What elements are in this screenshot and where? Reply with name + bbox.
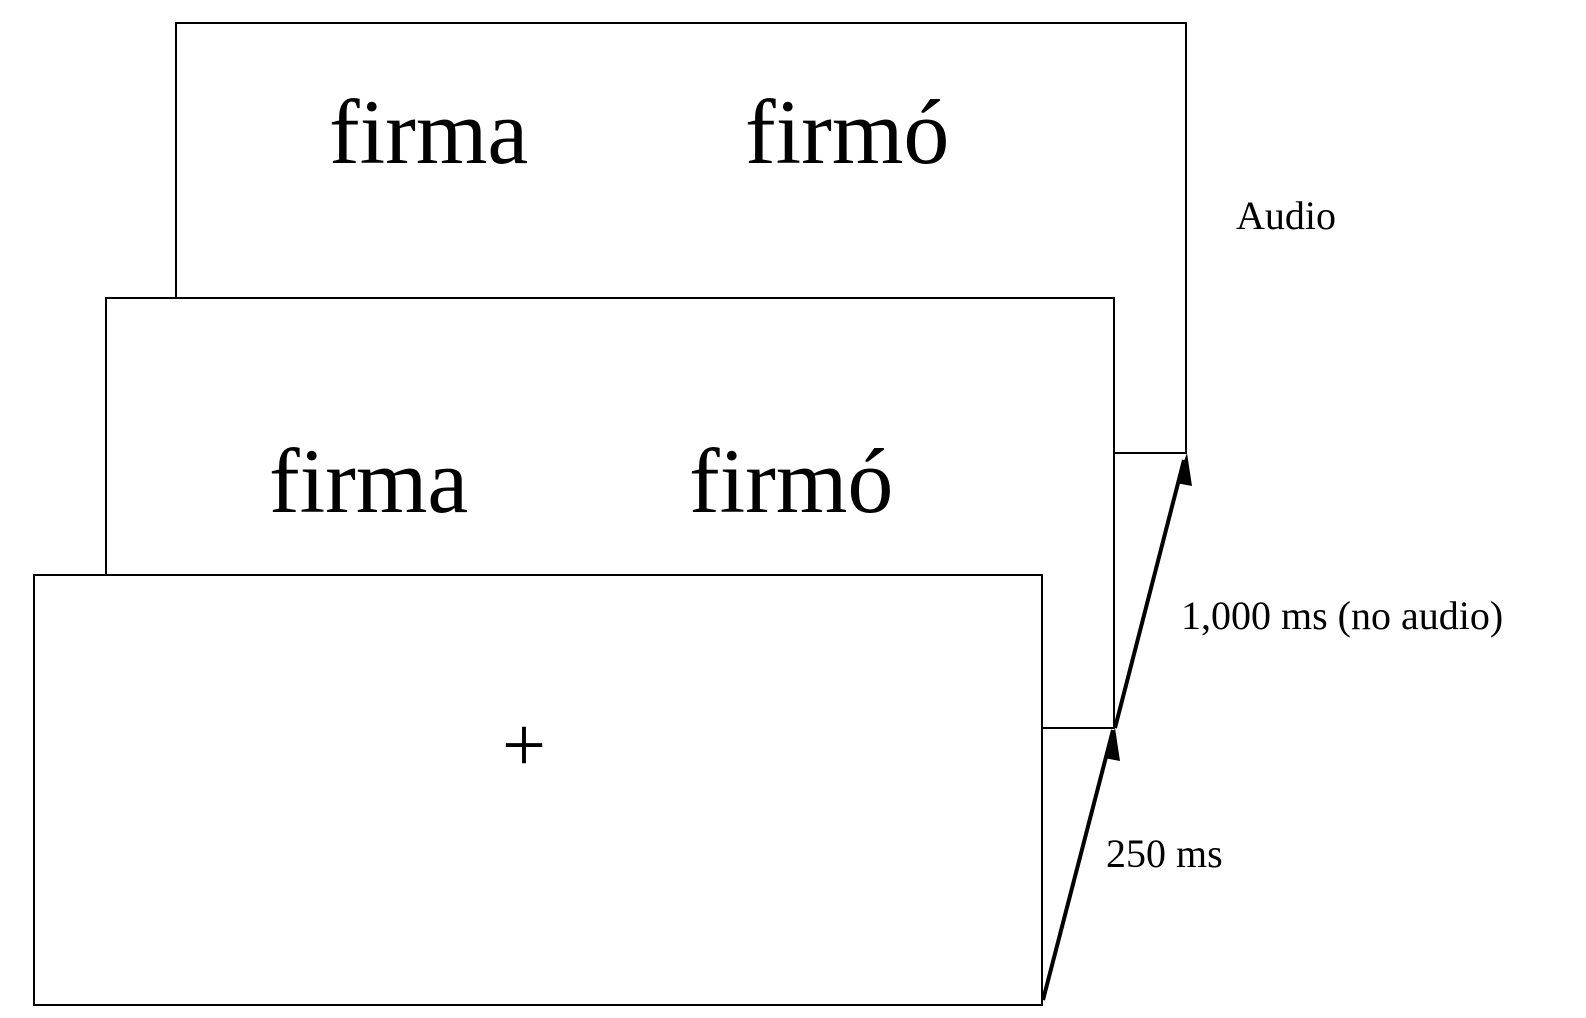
preview-frame-word-right: firmó (689, 430, 894, 532)
audio-frame-word-left: firma (329, 81, 529, 183)
fixation-cross: + (502, 701, 546, 788)
arrow-250ms (1041, 729, 1115, 1001)
preview-frame-word-left: firma (269, 430, 469, 532)
fixation-display-frame: + (33, 574, 1043, 1006)
arrowhead-250ms (1104, 728, 1120, 761)
audio-frame-word-right: firmó (745, 81, 950, 183)
arrow-1000ms (1113, 459, 1186, 729)
duration-250-label: 250 ms (1106, 831, 1223, 876)
audio-label: Audio (1236, 193, 1336, 238)
duration-1000-label: 1,000 ms (no audio) (1181, 593, 1504, 638)
arrowhead-1000ms (1176, 453, 1192, 486)
